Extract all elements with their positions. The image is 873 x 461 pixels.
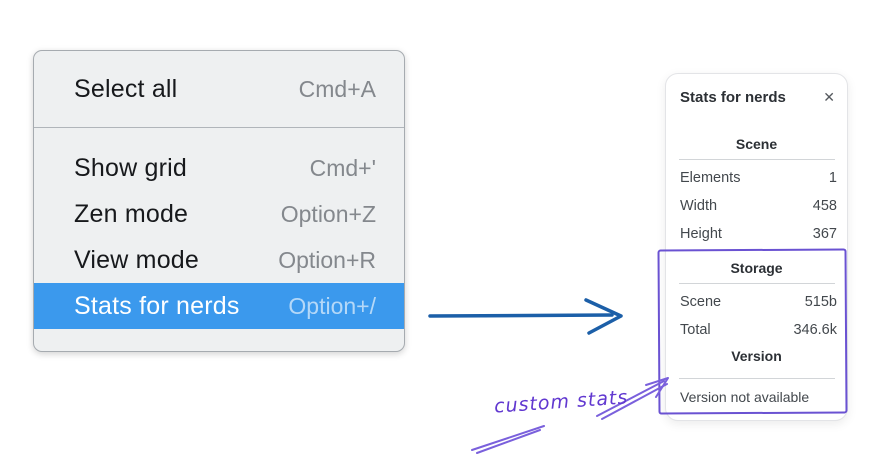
menu-item-label: Show grid (74, 153, 187, 182)
stat-label: Height (680, 226, 722, 242)
stat-value: 346.6k (793, 322, 837, 338)
menu-item-shortcut: Option+/ (288, 292, 376, 319)
menu-separator (34, 127, 404, 128)
menu-item-show-grid[interactable]: Show grid Cmd+' (34, 145, 404, 191)
close-icon[interactable]: ✕ (823, 89, 835, 105)
menu-item-label: Stats for nerds (74, 291, 240, 320)
stats-panel-title: Stats for nerds (680, 88, 786, 106)
stats-panel: Stats for nerds ✕ Scene Elements 1 Width… (665, 73, 848, 421)
section-header-version: Version (731, 348, 782, 364)
menu-item-label: Zen mode (74, 199, 189, 228)
stat-value: 1 (828, 170, 837, 186)
menu-item-shortcut: Option+R (278, 246, 376, 273)
section-header-storage: Storage (730, 260, 783, 276)
menu-group-bottom: Show grid Cmd+' Zen mode Option+Z View m… (34, 128, 404, 329)
stat-value: 515b (804, 294, 837, 310)
context-menu: Select all Cmd+A Show grid Cmd+' Zen mod… (33, 50, 405, 352)
section-divider (679, 283, 835, 284)
menu-item-shortcut: Cmd+A (298, 75, 376, 102)
menu-item-label: Select all (74, 74, 178, 103)
menu-item-shortcut: Option+Z (280, 200, 376, 227)
stat-label: Width (680, 198, 718, 214)
stat-row-width: Width 458 (666, 192, 847, 220)
stat-row-height: Height 367 (666, 220, 847, 248)
menu-item-zen-mode[interactable]: Zen mode Option+Z (34, 191, 404, 237)
version-note: Version not available (680, 389, 810, 405)
stats-panel-header: Stats for nerds ✕ (666, 74, 847, 108)
section-divider (679, 378, 835, 379)
blue-arrow-icon (428, 298, 623, 335)
menu-item-label: View mode (74, 245, 200, 274)
menu-item-shortcut: Cmd+' (309, 154, 376, 181)
menu-item-select-all[interactable]: Select all Cmd+A (34, 63, 404, 115)
stat-row-total-storage: Total 346.6k (666, 316, 847, 344)
stat-label: Total (680, 322, 711, 338)
section-divider (679, 159, 835, 160)
menu-group-top: Select all Cmd+A (34, 51, 404, 127)
stat-label: Scene (680, 294, 722, 310)
stat-value: 367 (812, 226, 837, 242)
menu-item-stats-for-nerds[interactable]: Stats for nerds Option+/ (34, 283, 404, 329)
menu-item-view-mode[interactable]: View mode Option+R (34, 237, 404, 283)
stat-value: 458 (812, 198, 837, 214)
stat-row-scene-storage: Scene 515b (666, 288, 847, 316)
custom-stats-annotation: custom stats (493, 386, 629, 418)
stat-label: Elements (680, 170, 741, 186)
stat-row-elements: Elements 1 (666, 164, 847, 192)
section-header-scene: Scene (735, 136, 778, 152)
